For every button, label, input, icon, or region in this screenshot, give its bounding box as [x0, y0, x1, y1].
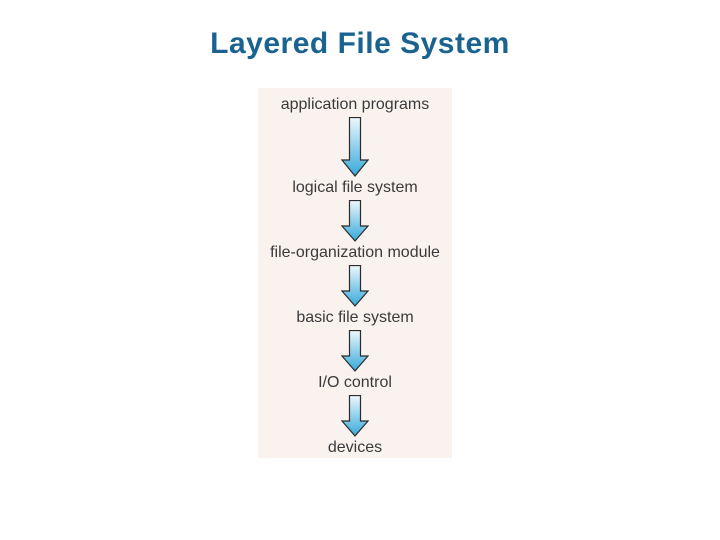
down-arrow-icon	[341, 329, 369, 372]
down-arrow-icon	[341, 394, 369, 437]
layer-application-programs: application programs	[280, 96, 430, 113]
layer-io-control: I/O control	[318, 374, 392, 391]
layer-devices: devices	[327, 439, 383, 456]
layer-basic-file-system: basic file system	[296, 309, 414, 326]
layer-logical-file-system: logical file system	[292, 179, 418, 196]
down-arrow-icon	[341, 264, 369, 307]
down-arrow-icon	[341, 116, 369, 177]
down-arrow-icon	[341, 199, 369, 242]
page-title: Layered File System	[210, 27, 510, 60]
layer-file-organization-module: file-organization module	[270, 244, 440, 261]
layered-file-system-diagram: application programs logical file system…	[258, 88, 452, 458]
